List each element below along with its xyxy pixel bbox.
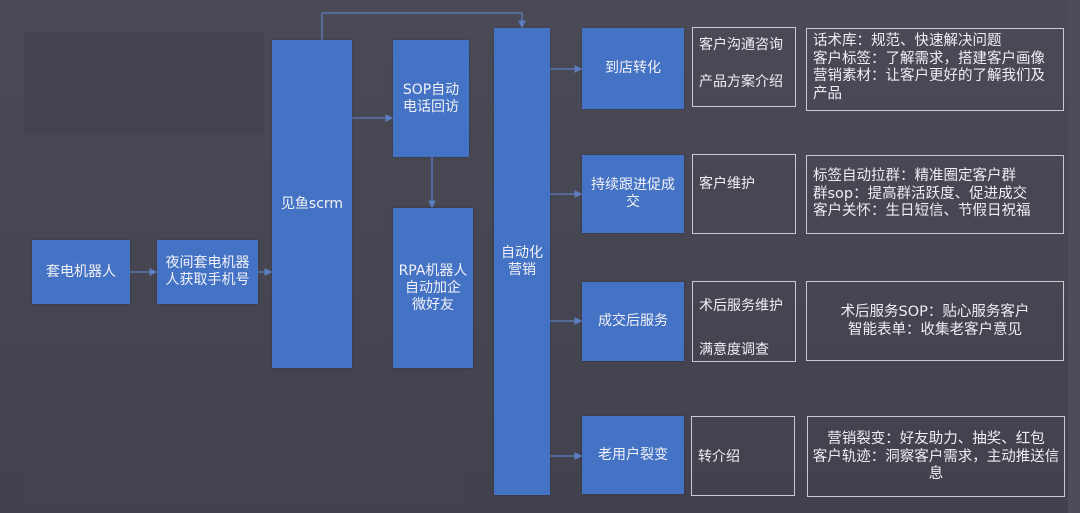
stage-referral-growth: 老用户裂变 xyxy=(582,416,684,494)
action-item: 转介绍 xyxy=(698,449,740,465)
stage-2-actions-box: 客户维护 xyxy=(692,154,796,234)
node-sop-callback: SOP自动 电话回访 xyxy=(393,40,469,157)
detail-text: 术后服务SOP：贴心服务客户 智能表单：收集老客户意见 xyxy=(840,304,1030,338)
right-edge-strip xyxy=(1068,0,1080,513)
stage-2-details-box: 标签自动拉群：精准圈定客户群 群sop：提高群活跃度、促进成交 客户关怀：生日短… xyxy=(806,155,1064,234)
node-night-call-robot: 夜间套电机器 人获取手机号 xyxy=(157,240,258,304)
action-item: 术后服务维护 xyxy=(699,298,783,314)
detail-text: 标签自动拉群：精准圈定客户群 群sop：提高群活跃度、促进成交 客户关怀：生日短… xyxy=(813,168,1031,219)
action-item: 客户维护 xyxy=(699,176,755,192)
action-item: 客户沟通咨询 xyxy=(699,37,783,53)
stage-1-actions-box: 客户沟通咨询 产品方案介绍 xyxy=(692,27,796,107)
stage-1-details-box: 话术库：规范、快速解决问题 客户标签：了解需求，搭建客户画像 营销素材：让客户更… xyxy=(806,28,1064,111)
action-item: 产品方案介绍 xyxy=(699,74,783,90)
node-jianyu-scrm: 见鱼scrm xyxy=(272,40,352,368)
detail-text: 话术库：规范、快速解决问题 客户标签：了解需求，搭建客户画像 营销素材：让客户更… xyxy=(813,33,1045,102)
node-automated-marketing: 自动化 营销 xyxy=(494,28,550,495)
node-rpa-robot: RPA机器人 自动加企 微好友 xyxy=(393,208,473,368)
stage-3-details-box: 术后服务SOP：贴心服务客户 智能表单：收集老客户意见 xyxy=(806,281,1064,361)
stage-3-actions-box: 术后服务维护 满意度调查 xyxy=(692,281,796,362)
stage-store-conversion: 到店转化 xyxy=(582,28,684,109)
background-panel-top xyxy=(24,32,264,135)
detail-text: 营销裂变：好友助力、抽奖、红包 客户轨迹：洞察客户需求，主动推送信 息 xyxy=(812,431,1060,482)
stage-follow-up-close: 持续跟进促成 交 xyxy=(582,155,684,233)
node-call-robot: 套电机器人 xyxy=(32,240,130,304)
stage-post-sale-service: 成交后服务 xyxy=(582,282,684,361)
stage-4-details-box: 营销裂变：好友助力、抽奖、红包 客户轨迹：洞察客户需求，主动推送信 息 xyxy=(807,416,1065,497)
arrow-scrm-to-automation xyxy=(321,12,526,40)
action-item: 满意度调查 xyxy=(699,342,769,358)
background-panel-bottom xyxy=(25,370,465,502)
stage-4-actions-box: 转介绍 xyxy=(691,416,795,496)
